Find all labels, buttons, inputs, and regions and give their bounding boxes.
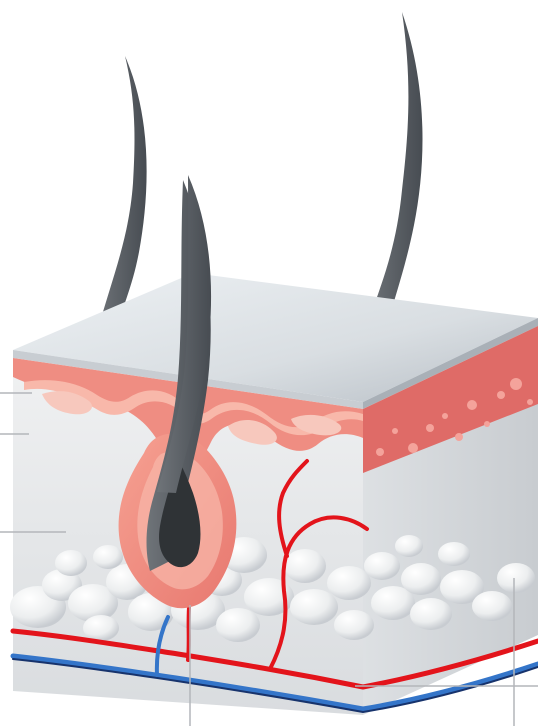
hair-strand-right [366, 12, 423, 331]
hair-strand-left [96, 56, 147, 337]
